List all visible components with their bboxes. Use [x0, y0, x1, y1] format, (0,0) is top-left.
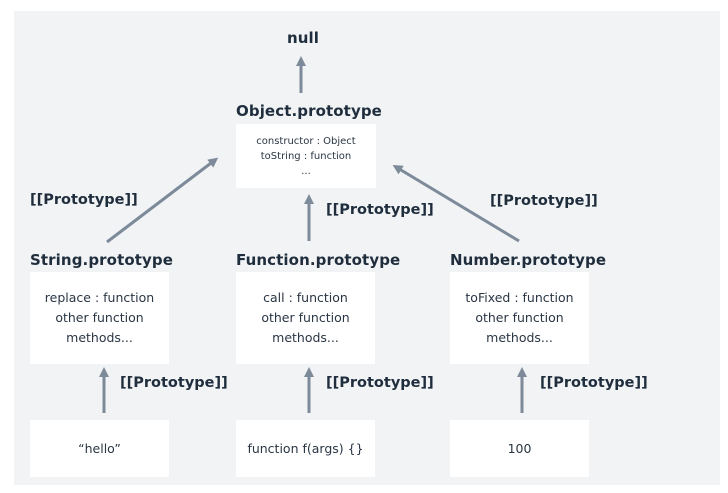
- number-prototype-line: methods...: [486, 330, 553, 345]
- edge-label-func-to-function: [[Prototype]]: [326, 375, 434, 391]
- diagram-background: [14, 11, 720, 485]
- edge-label-num-to-number: [[Prototype]]: [540, 375, 648, 391]
- edge-label-hello-to-string: [[Prototype]]: [120, 375, 228, 391]
- number-instance-box: 100: [450, 420, 589, 477]
- function-prototype-box: call : function other function methods..…: [236, 272, 375, 364]
- object-prototype-line: toString : function: [260, 150, 352, 162]
- arrow-number-to-object: [392, 164, 520, 243]
- function-prototype-line: other function: [261, 310, 350, 325]
- arrow-string-to-object: [106, 157, 219, 244]
- edge-label-number-to-object: [[Prototype]]: [490, 193, 598, 209]
- string-prototype-line: replace : function: [44, 290, 155, 305]
- edge-label-function-to-object: [[Prototype]]: [326, 202, 434, 218]
- function-prototype-line: methods...: [272, 330, 339, 345]
- object-prototype-title: Object.prototype: [236, 102, 382, 120]
- object-prototype-line: constructor : Object: [256, 135, 356, 147]
- hello-instance-box: “hello”: [30, 420, 169, 477]
- string-prototype-line: other function: [55, 310, 144, 325]
- function-instance-value: function f(args) {}: [247, 440, 364, 456]
- edge-label-string-to-object: [[Prototype]]: [30, 192, 138, 208]
- string-prototype-title: String.prototype: [30, 251, 174, 269]
- hello-instance-value: “hello”: [78, 440, 121, 456]
- function-prototype-line: call : function: [263, 290, 348, 305]
- string-prototype-box: replace : function other function method…: [30, 272, 169, 364]
- function-instance-box: function f(args) {}: [236, 420, 375, 477]
- number-prototype-line: toFixed : function: [465, 290, 574, 305]
- number-prototype-line: other function: [475, 310, 564, 325]
- number-instance-value: 100: [507, 440, 532, 456]
- function-prototype-title: Function.prototype: [236, 251, 401, 269]
- object-prototype-line: ...: [301, 165, 311, 177]
- object-prototype-box: constructor : Object toString : function…: [236, 124, 376, 188]
- number-prototype-box: toFixed : function other function method…: [450, 272, 589, 364]
- number-prototype-title: Number.prototype: [450, 251, 607, 269]
- null-node-title: null: [287, 29, 320, 47]
- string-prototype-line: methods...: [66, 330, 133, 345]
